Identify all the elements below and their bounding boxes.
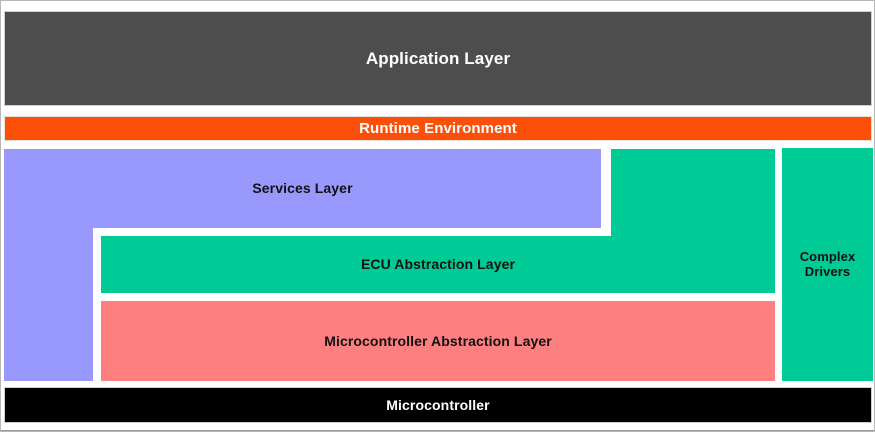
layer-runtime-environment-label: Runtime Environment xyxy=(359,119,517,137)
bottom-divider xyxy=(1,430,874,431)
layer-services[interactable]: Services Layer xyxy=(4,149,601,228)
layer-services-column-extension[interactable] xyxy=(4,228,93,381)
layer-microcontroller-abstraction[interactable]: Microcontroller Abstraction Layer xyxy=(101,301,775,381)
layer-runtime-environment[interactable]: Runtime Environment xyxy=(4,116,872,141)
layer-microcontroller[interactable]: Microcontroller xyxy=(4,387,872,423)
layer-microcontroller-abstraction-label: Microcontroller Abstraction Layer xyxy=(324,332,552,349)
layer-microcontroller-label: Microcontroller xyxy=(386,396,490,413)
layer-complex-drivers-label: Complex Drivers xyxy=(799,248,856,279)
layer-complex-drivers[interactable]: Complex Drivers xyxy=(782,148,873,381)
layer-application[interactable]: Application Layer xyxy=(4,11,872,106)
layer-services-label: Services Layer xyxy=(252,180,353,197)
layer-ecu-abstraction-column-extension[interactable] xyxy=(611,149,775,236)
layer-ecu-abstraction-label: ECU Abstraction Layer xyxy=(360,256,516,273)
layer-application-label: Application Layer xyxy=(365,48,511,68)
layer-ecu-abstraction[interactable]: ECU Abstraction Layer xyxy=(101,236,775,293)
